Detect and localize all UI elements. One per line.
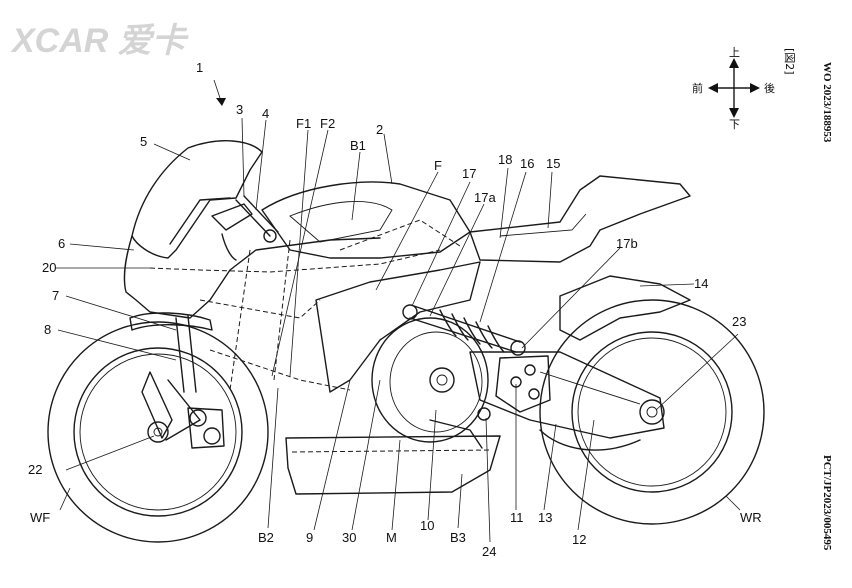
- figure-label: [図2]: [783, 48, 796, 75]
- reference-labels: 1 2 3 4 5 6 7 8 9 10 11 12 13 14 15 16 1…: [28, 60, 762, 559]
- swing-arm-lower: [539, 429, 641, 451]
- main-frame: [199, 219, 481, 393]
- label-5: 5: [140, 134, 147, 149]
- front-caliper-bolt-1: [189, 409, 207, 427]
- watermark-text: XCAR 爱卡: [10, 22, 189, 60]
- motor-shaft: [429, 367, 455, 393]
- motor: [371, 317, 489, 443]
- belly-pan: [285, 435, 501, 495]
- rear-rim: [577, 337, 727, 487]
- watermark-logo: XCAR 爱卡: [10, 22, 189, 60]
- label-24: 24: [482, 544, 496, 559]
- label-8: 8: [44, 322, 51, 337]
- label-23: 23: [732, 314, 746, 329]
- lower-cowl: [285, 419, 501, 495]
- label-11: 11: [510, 510, 524, 525]
- rear-shock: [402, 304, 526, 356]
- pub-number-top: WO 2023/188953: [821, 62, 833, 143]
- front-brake-caliper: [187, 407, 225, 449]
- swing-arm-body: [469, 351, 665, 439]
- label-9: 9: [306, 530, 313, 545]
- label-16: 16: [520, 156, 534, 171]
- shock-spring: [439, 309, 505, 353]
- label-30: 30: [342, 530, 356, 545]
- label-17: 17: [462, 166, 476, 181]
- master-cylinder: [211, 203, 253, 231]
- label-14: 14: [694, 276, 708, 291]
- label-10: 10: [420, 518, 434, 533]
- label-17a: 17a: [474, 190, 496, 205]
- grip-end: [263, 229, 277, 243]
- label-F2: F2: [320, 116, 335, 131]
- arrow-up-icon: [729, 58, 739, 68]
- label-12: 12: [572, 532, 586, 547]
- fuel-tank: [261, 181, 471, 259]
- shock-lower-mount: [510, 340, 526, 356]
- arrow-right-icon: [750, 83, 760, 93]
- dashed-line-20: [149, 249, 441, 273]
- compass-up-label: 上: [729, 46, 740, 59]
- front-caliper-bolt-2: [203, 427, 221, 445]
- direction-compass: 上 下 前 後: [692, 46, 775, 131]
- motor-housing: [371, 317, 489, 443]
- linkage: [477, 355, 551, 421]
- compass-down-label: 下: [729, 118, 740, 131]
- label-B3: B3: [450, 530, 466, 545]
- rear-axle: [639, 399, 665, 425]
- pub-number-bottom: PCT/JP2023/005495: [821, 455, 833, 551]
- front-tire-inner: [73, 347, 243, 517]
- handlebar: [211, 195, 279, 261]
- compass-rear-label: 後: [764, 81, 775, 95]
- seat-cowl: [469, 175, 691, 263]
- rear-tire-outer: [539, 299, 765, 525]
- label-13: 13: [538, 510, 552, 525]
- label-B1: B1: [350, 138, 366, 153]
- label-WR: WR: [740, 510, 762, 525]
- front-fork-leg: [141, 371, 173, 439]
- label-7: 7: [52, 288, 59, 303]
- front-fairing: [123, 140, 441, 319]
- label-F: F: [434, 158, 442, 173]
- label-F1: F1: [296, 116, 311, 131]
- front-rim: [79, 353, 237, 511]
- front-fork: [129, 312, 213, 441]
- rear-wheel: [539, 299, 765, 525]
- seat-tail: [469, 175, 691, 263]
- front-axle: [147, 421, 169, 443]
- front-tire-outer: [47, 321, 269, 543]
- label-15: 15: [546, 156, 560, 171]
- arrow-down-icon: [216, 98, 226, 106]
- label-B2: B2: [258, 530, 274, 545]
- rear-fender: [559, 275, 691, 341]
- swing-arm: [469, 351, 665, 451]
- fuel-tank-recess: [289, 201, 393, 243]
- rear-fender-body: [559, 275, 691, 341]
- fairing-side: [123, 235, 381, 319]
- label-4: 4: [262, 106, 269, 121]
- label-20: 20: [42, 260, 56, 275]
- label-1: 1: [196, 60, 203, 75]
- windscreen: [131, 140, 263, 259]
- rear-tire-inner: [571, 331, 733, 493]
- frame-side: [315, 261, 481, 393]
- fuel-tank-body: [261, 181, 471, 259]
- arrow-left-icon: [708, 83, 718, 93]
- arrow-down-icon: [729, 108, 739, 118]
- shock-upper-mount: [402, 304, 418, 320]
- label-6: 6: [58, 236, 65, 251]
- label-2: 2: [376, 122, 383, 137]
- label-22: 22: [28, 462, 42, 477]
- leader-lines: [56, 79, 741, 543]
- label-18: 18: [498, 152, 512, 167]
- front-wheel: [47, 321, 269, 543]
- label-WF: WF: [30, 510, 50, 525]
- label-M: M: [386, 530, 397, 545]
- label-3: 3: [236, 102, 243, 117]
- linkage-plate: [495, 355, 551, 413]
- compass-front-label: 前: [692, 81, 703, 95]
- label-17b: 17b: [616, 236, 638, 251]
